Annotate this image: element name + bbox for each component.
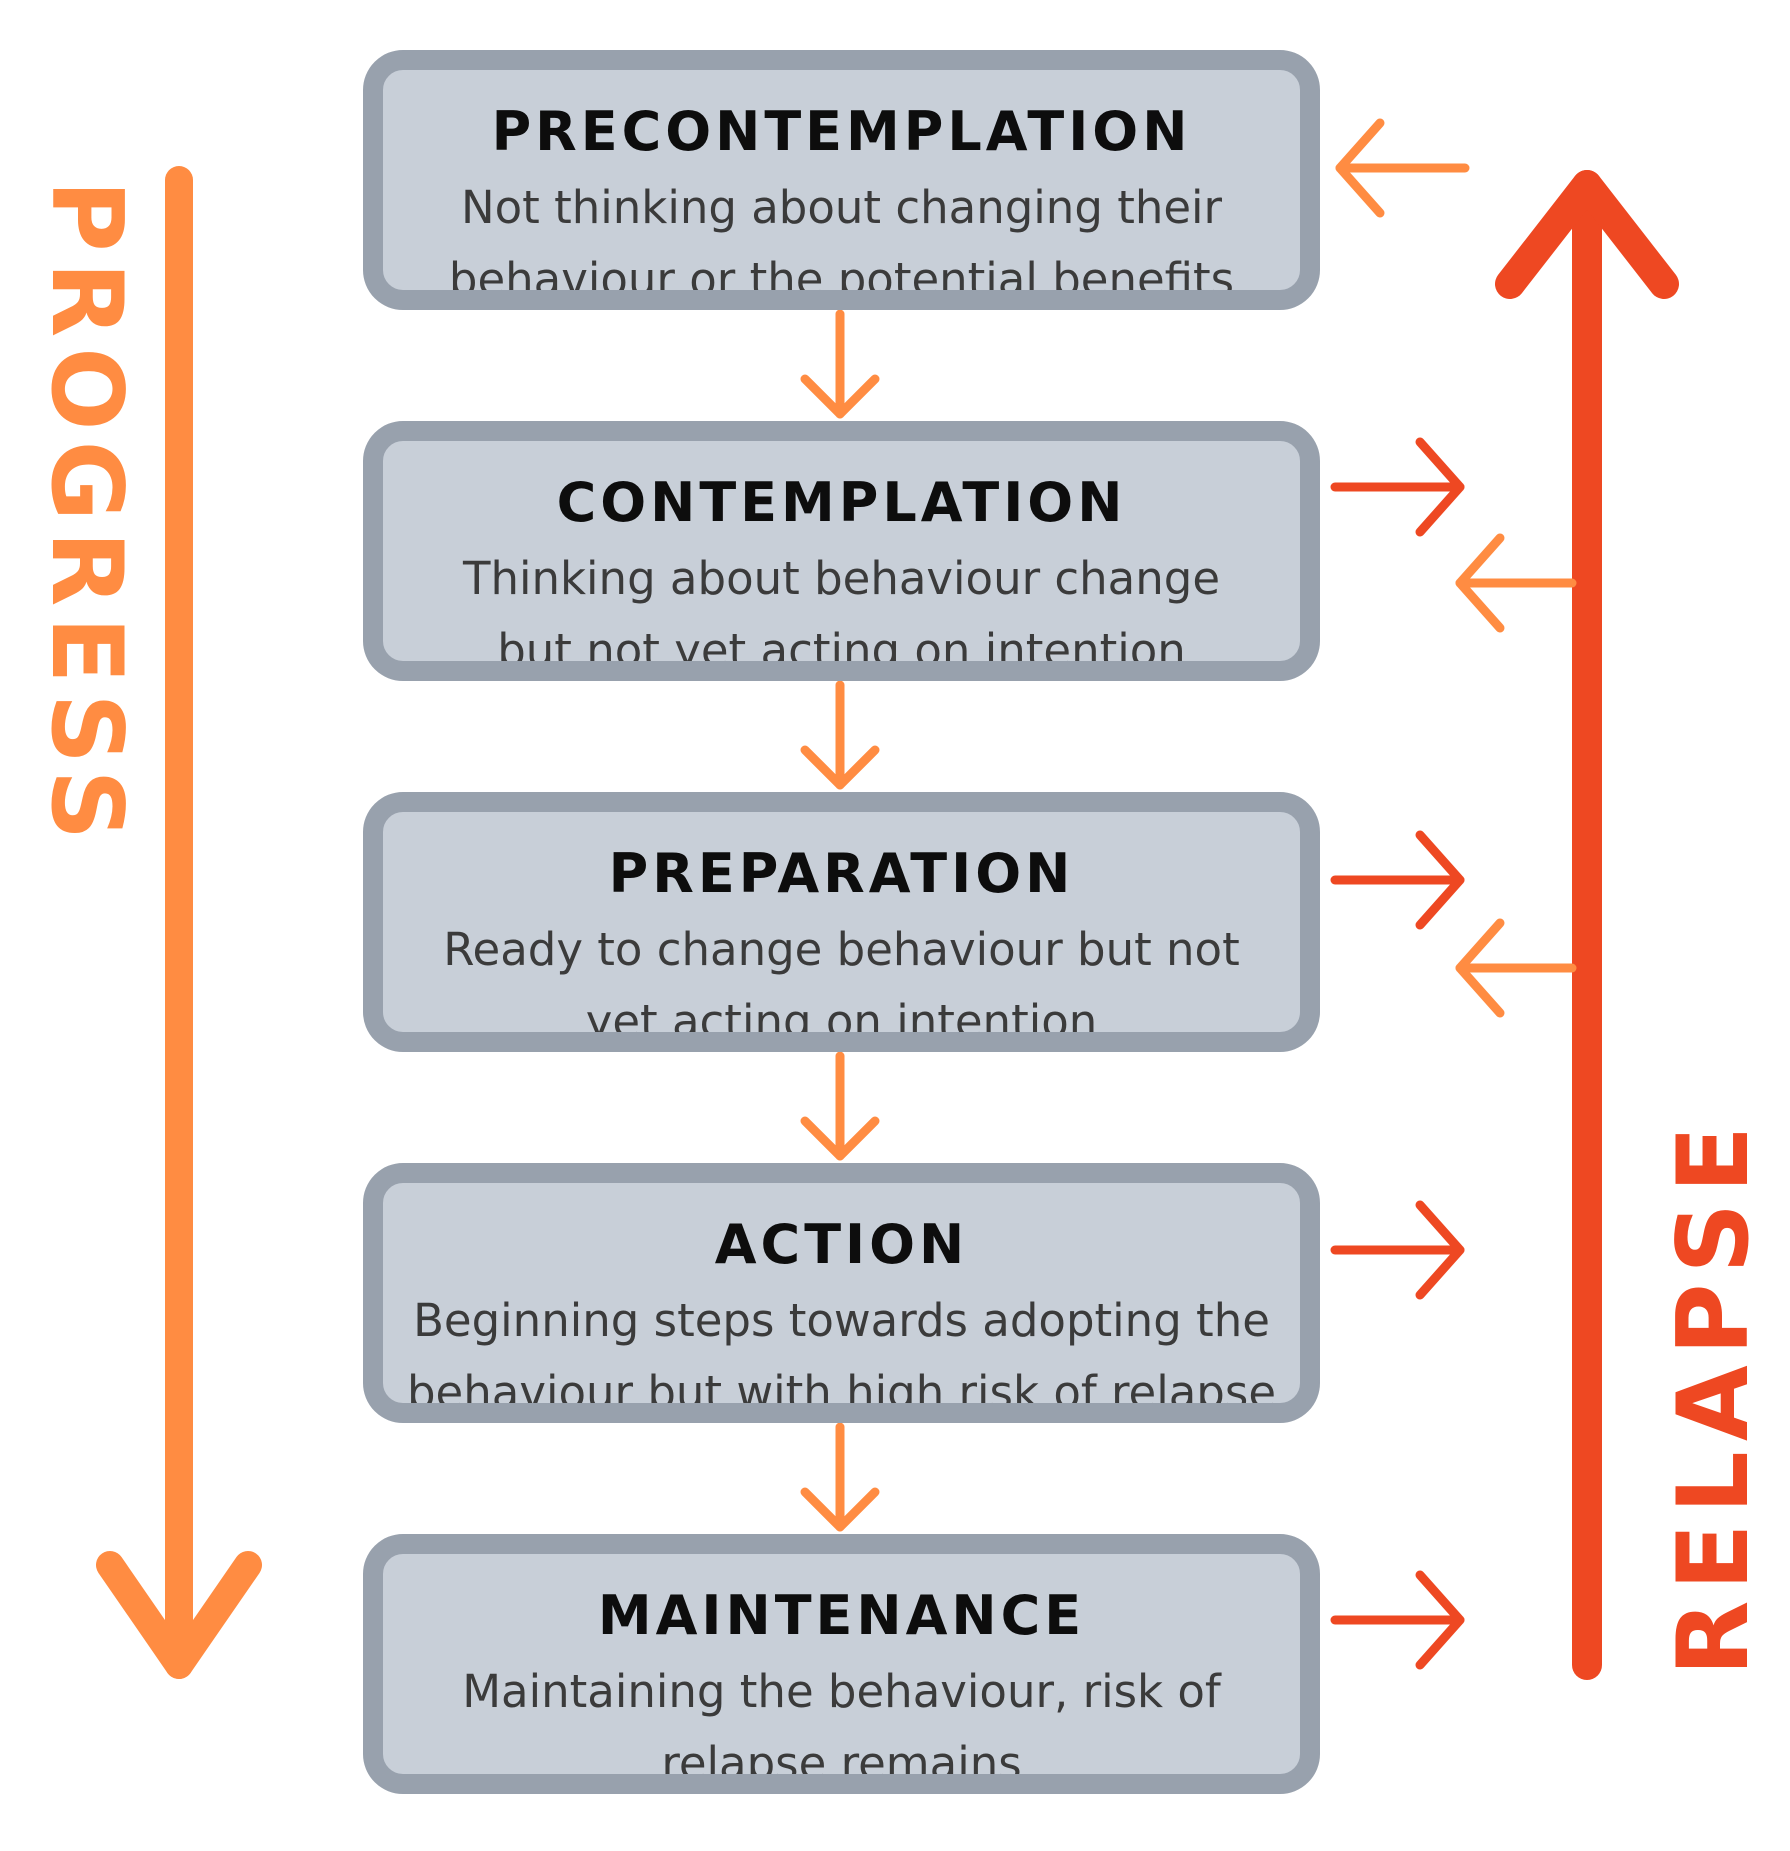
down-arrow-3 <box>800 1051 880 1161</box>
stage-description: Beginning steps towards adopting the beh… <box>383 1285 1300 1419</box>
stage-description-line: Not thinking about changing their <box>460 181 1223 234</box>
stage-description-line: yet acting on intention <box>585 995 1098 1048</box>
stage-title: MAINTENANCE <box>597 1584 1086 1647</box>
stage-precontemplation: PRECONTEMPLATION Not thinking about chan… <box>363 50 1320 310</box>
down-arrow-1 <box>800 309 880 419</box>
stage-description-line: but not yet acting on intention <box>497 624 1186 677</box>
stage-title: CONTEMPLATION <box>556 471 1127 534</box>
relapse-return-arrow-precontemplation <box>1335 118 1470 218</box>
stage-description-line: behaviour but with high risk of relapse <box>406 1366 1277 1419</box>
stage-description: Maintaining the behaviour, risk of relap… <box>383 1656 1300 1790</box>
relapse-out-arrow-action <box>1330 1200 1465 1300</box>
stage-description-line: relapse remains <box>661 1737 1022 1790</box>
stage-title: PRECONTEMPLATION <box>491 100 1192 163</box>
stage-description: Not thinking about changing their behavi… <box>383 172 1300 306</box>
stage-description-line: Beginning steps towards adopting the <box>413 1294 1270 1347</box>
relapse-return-arrow-preparation <box>1455 918 1577 1018</box>
stage-contemplation: CONTEMPLATION Thinking about behaviour c… <box>363 421 1320 681</box>
down-arrow-2 <box>800 680 880 790</box>
relapse-out-arrow-preparation <box>1330 830 1465 930</box>
stage-preparation: PREPARATION Ready to change behaviour bu… <box>363 792 1320 1052</box>
stage-title: ACTION <box>714 1213 969 1276</box>
down-arrow-4 <box>800 1422 880 1532</box>
stage-description-line: behaviour or the potential benefits <box>448 253 1235 306</box>
stage-maintenance: MAINTENANCE Maintaining the behaviour, r… <box>363 1534 1320 1794</box>
stage-action: ACTION Beginning steps towards adopting … <box>363 1163 1320 1423</box>
relapse-label: RELAPSE <box>1657 1115 1771 1676</box>
stage-description-line: Ready to change behaviour but not <box>443 923 1240 976</box>
stage-title: PREPARATION <box>608 842 1075 905</box>
stage-description-line: Thinking about behaviour change <box>462 552 1221 605</box>
relapse-arrow <box>1495 170 1679 1680</box>
stage-description: Ready to change behaviour but not yet ac… <box>383 914 1300 1048</box>
relapse-out-arrow-maintenance <box>1330 1570 1465 1670</box>
relapse-return-arrow-contemplation <box>1455 533 1577 633</box>
relapse-out-arrow-contemplation <box>1330 437 1465 537</box>
stage-description-line: Maintaining the behaviour, risk of <box>462 1665 1221 1718</box>
stage-description: Thinking about behaviour change but not … <box>383 543 1300 677</box>
progress-label: PROGRESS <box>29 180 143 851</box>
progress-arrow <box>96 166 262 1679</box>
